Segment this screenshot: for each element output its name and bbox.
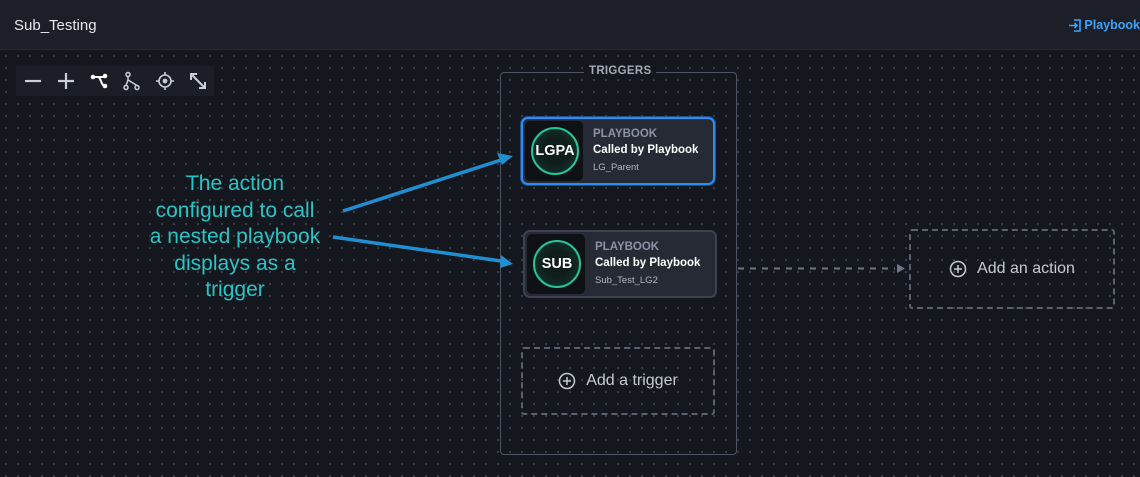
node-subtitle: Sub_Test_LG2 <box>595 275 658 286</box>
center-focus-button[interactable] <box>148 66 181 96</box>
annotation-arrow-head <box>497 153 513 165</box>
top-bar: Sub_Testing Playbook <box>0 0 1140 50</box>
plus-circle-icon <box>558 372 576 390</box>
annotation-line: trigger <box>205 278 265 301</box>
trigger-node-sub-test[interactable]: SUB PLAYBOOK Called by Playbook Sub_Test… <box>523 230 717 298</box>
node-avatar: LGPA <box>525 121 583 181</box>
annotation-line: configured to call <box>155 198 315 222</box>
center-focus-icon <box>155 72 174 90</box>
fork-button[interactable] <box>115 66 148 96</box>
annotation-callout: The action configured to call a nested p… <box>115 171 355 304</box>
annotation-line: a nested playbook <box>149 225 321 248</box>
trigger-node-lg-parent[interactable]: LGPA PLAYBOOK Called by Playbook LG_Pare… <box>521 117 715 185</box>
node-type-label: PLAYBOOK <box>593 128 658 140</box>
annotation-arrow <box>332 235 502 263</box>
node-avatar: SUB <box>527 234 585 294</box>
fork-icon <box>122 71 140 91</box>
branch-layout-button[interactable] <box>82 66 115 96</box>
sign-in-icon <box>1069 18 1082 32</box>
page-title: Sub_Testing <box>14 17 97 34</box>
annotation-arrow <box>342 158 502 213</box>
zoom-out-button[interactable] <box>16 66 49 96</box>
playbook-avatar-badge: SUB <box>533 240 581 288</box>
fit-screen-button[interactable] <box>181 66 214 96</box>
zoom-in-icon <box>57 73 74 89</box>
add-action-label: Add an action <box>977 260 1075 277</box>
zoom-in-button[interactable] <box>49 66 82 96</box>
connector-arrow-head <box>897 264 905 273</box>
branch-layout-icon <box>90 73 107 89</box>
zoom-out-icon <box>24 79 41 83</box>
annotation-line: The action <box>185 172 285 195</box>
add-trigger-button[interactable]: Add a trigger <box>521 347 715 415</box>
node-subtitle: LG_Parent <box>593 162 639 173</box>
add-action-button[interactable]: Add an action <box>909 229 1115 309</box>
plus-circle-icon <box>949 260 967 278</box>
playbook-link-label: Playbook <box>1084 18 1140 32</box>
node-type-label: PLAYBOOK <box>595 241 660 253</box>
canvas-toolbar <box>16 66 214 96</box>
playbook-avatar-badge: LGPA <box>531 127 579 175</box>
annotation-line: displays as a <box>174 251 296 275</box>
node-name: Called by Playbook <box>593 144 699 156</box>
triggers-label: TRIGGERS <box>584 65 657 77</box>
fit-screen-icon <box>189 73 206 89</box>
node-name: Called by Playbook <box>595 257 701 269</box>
add-trigger-label: Add a trigger <box>586 372 678 389</box>
annotation-arrow-head <box>500 255 513 268</box>
playbook-link[interactable]: Playbook <box>1068 18 1140 32</box>
